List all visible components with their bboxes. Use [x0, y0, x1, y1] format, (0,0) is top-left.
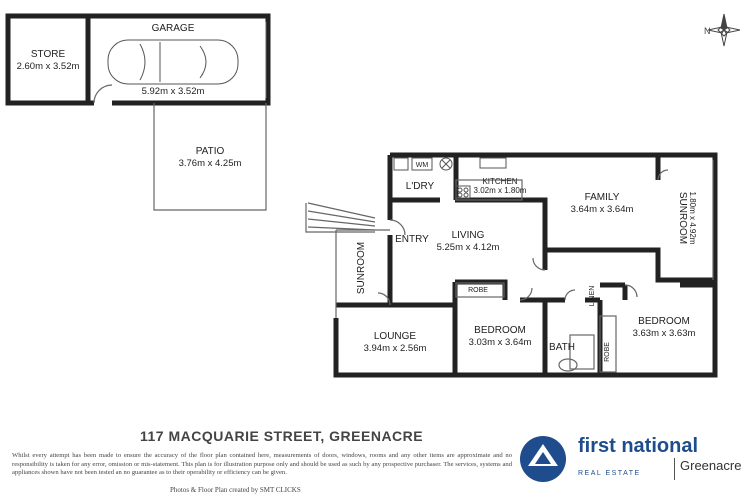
house-outer-walls	[333, 152, 718, 378]
kitchen-dims: 3.02m x 1.80m	[474, 186, 527, 195]
family-dims: 3.64m x 3.64m	[571, 204, 634, 215]
entry-label: ENTRY	[395, 234, 429, 245]
store-label: STORE	[31, 49, 66, 60]
bedroom1-dims: 3.03m x 3.64m	[469, 337, 532, 348]
bedroom1-label: BEDROOM	[474, 325, 526, 336]
sunroom-right-dims: 1.80m x 4.92m	[688, 192, 697, 245]
logo-subtitle: REAL ESTATE	[578, 470, 641, 477]
thin-lines	[93, 22, 714, 373]
lounge-dims: 3.94m x 2.56m	[364, 343, 427, 354]
garage-walls	[88, 13, 271, 106]
compass-icon	[707, 13, 741, 47]
floor-plan-walls	[5, 13, 718, 378]
patio-dims: 3.76m x 4.25m	[179, 158, 242, 169]
laundry-label: L'DRY	[406, 181, 435, 192]
first-national-logo: first national REAL ESTATE Greenacre	[520, 436, 745, 486]
store-dims: 2.60m x 3.52m	[17, 61, 80, 72]
patio-label: PATIO	[196, 146, 225, 157]
compass-mark: N	[704, 26, 711, 36]
wm-label: WM	[416, 162, 429, 169]
patio-outline	[153, 103, 267, 211]
floor-plan-credit: Photos & Floor Plan created by SMT CLICK…	[170, 486, 301, 494]
family-walls	[545, 155, 715, 283]
living-dims: 5.25m x 4.12m	[437, 242, 500, 253]
disclaimer-text: Whilst every attempt has been made to en…	[12, 452, 512, 477]
garage-label: GARAGE	[152, 23, 195, 34]
bath-label: BATH	[549, 342, 575, 353]
logo-separator	[674, 458, 675, 480]
car-icon	[107, 39, 239, 85]
bedroom2-dims: 3.63m x 3.63m	[633, 328, 696, 339]
lounge-walls	[336, 279, 545, 375]
sunroom-left-label: SUNROOM	[356, 242, 367, 294]
logo-brand: first national	[578, 435, 699, 457]
logo-office: Greenacre	[680, 458, 742, 473]
bedroom2-label: BEDROOM	[638, 316, 690, 327]
kitchen-label: KITCHEN	[482, 177, 517, 186]
lounge-label: LOUNGE	[374, 331, 417, 342]
garage-dims: 5.92m x 3.52m	[142, 86, 205, 97]
sunroom-right-label: SUNROOM	[677, 192, 688, 244]
logo-mark-icon	[520, 436, 566, 482]
property-address: 117 MACQUARIE STREET, GREENACRE	[140, 428, 424, 444]
robe-right-label: ROBE	[604, 342, 611, 362]
living-label: LIVING	[452, 230, 485, 241]
linen-label: LINEN	[589, 286, 596, 307]
stairs	[305, 202, 376, 233]
store-walls	[5, 13, 91, 106]
laundry-fixtures	[393, 157, 507, 199]
robe-left-label: ROBE	[468, 287, 488, 294]
family-label: FAMILY	[585, 192, 620, 203]
